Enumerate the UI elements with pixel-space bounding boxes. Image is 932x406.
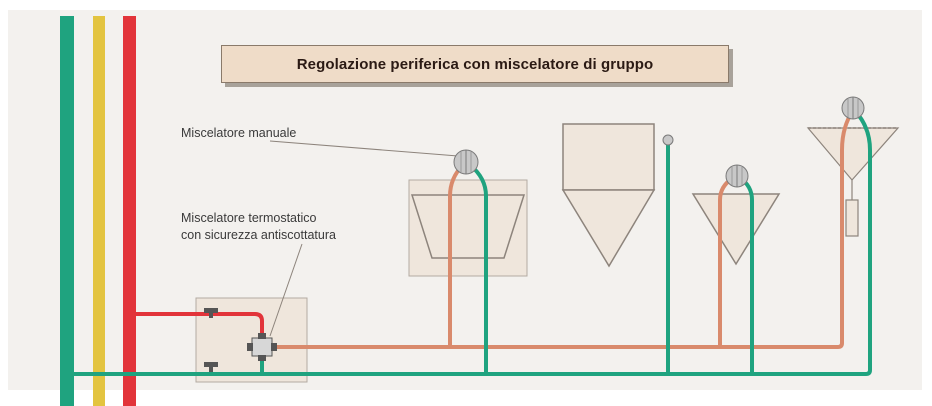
hot-branch-pipe	[136, 312, 264, 340]
riser-yellow	[93, 16, 105, 406]
manual-mixer-icon	[453, 149, 479, 175]
shower-fixture	[806, 127, 900, 237]
hopper-fixture	[561, 123, 656, 268]
tap-icon	[662, 134, 674, 146]
riser-red	[123, 16, 136, 406]
thermostatic-valve-icon	[247, 333, 277, 361]
shower-mixer-icon	[841, 96, 865, 120]
sink-fixture	[408, 179, 528, 277]
riser-green	[60, 16, 74, 406]
manual-mixer-label: Miscelatore manuale	[181, 126, 297, 140]
manual-mixer-leader	[269, 140, 459, 157]
thermostatic-mixer-leader	[269, 243, 303, 337]
shutoff-valve-icon	[204, 362, 218, 372]
diagram-title: Regolazione periferica con miscelatore d…	[221, 45, 729, 83]
thermostatic-mixer-label-line2: con sicurezza antiscottatura	[181, 228, 336, 242]
thermostatic-mixer-label-line1: Miscelatore termostatico	[181, 211, 317, 225]
mixer-icon	[725, 164, 749, 188]
triangle-basin-fixture	[691, 193, 781, 266]
thermostatic-mixer-label: Miscelatore termostatico con sicurezza a…	[181, 210, 336, 244]
shutoff-valve-icon	[204, 308, 218, 318]
cold-branch-pipe	[74, 372, 136, 376]
